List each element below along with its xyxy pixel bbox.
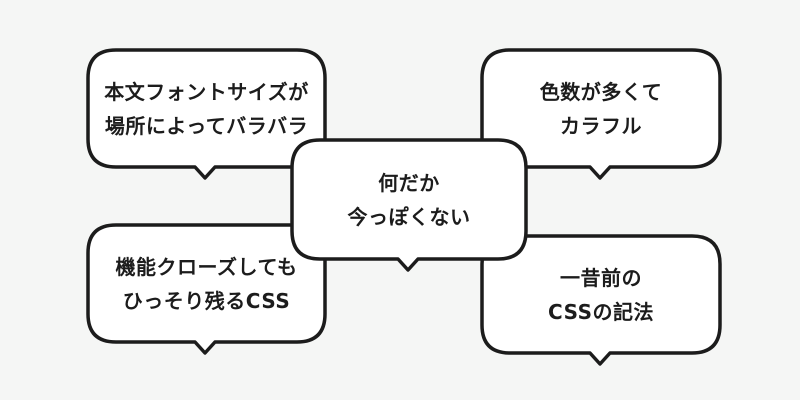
bubble-center-line1: 何だか bbox=[378, 170, 440, 195]
bubble-center-shape bbox=[290, 138, 528, 272]
bubble-top-left-shape bbox=[86, 48, 327, 180]
bubble-bottom-left-line1: 機能クローズしても bbox=[115, 254, 298, 279]
bubble-bottom-right-text: 一昔前の CSSの記法 bbox=[482, 236, 720, 353]
bubble-center-text: 何だか 今っぽくない bbox=[292, 140, 526, 259]
bubble-top-left-line1: 本文フォントサイズが bbox=[104, 79, 309, 104]
bubble-bottom-left-line2: ひっそり残るCSS bbox=[122, 288, 291, 313]
bubble-top-right-text: 色数が多くて カラフル bbox=[482, 50, 720, 167]
bubble-top-right-line1: 色数が多くて bbox=[539, 79, 663, 104]
bubble-top-right-line2: カラフル bbox=[560, 113, 642, 138]
bubble-top-left-line2: 場所によってバラバラ bbox=[104, 113, 309, 138]
bubble-top-left-text: 本文フォントサイズが 場所によってバラバラ bbox=[88, 50, 325, 167]
bubble-bottom-right-line1: 一昔前の bbox=[560, 265, 642, 290]
bubble-bottom-right-line2: CSSの記法 bbox=[548, 299, 654, 324]
bubble-center-line2: 今っぽくない bbox=[347, 204, 471, 229]
bubble-top-right-shape bbox=[480, 48, 722, 180]
bubble-bottom-left-text: 機能クローズしても ひっそり残るCSS bbox=[88, 225, 325, 342]
